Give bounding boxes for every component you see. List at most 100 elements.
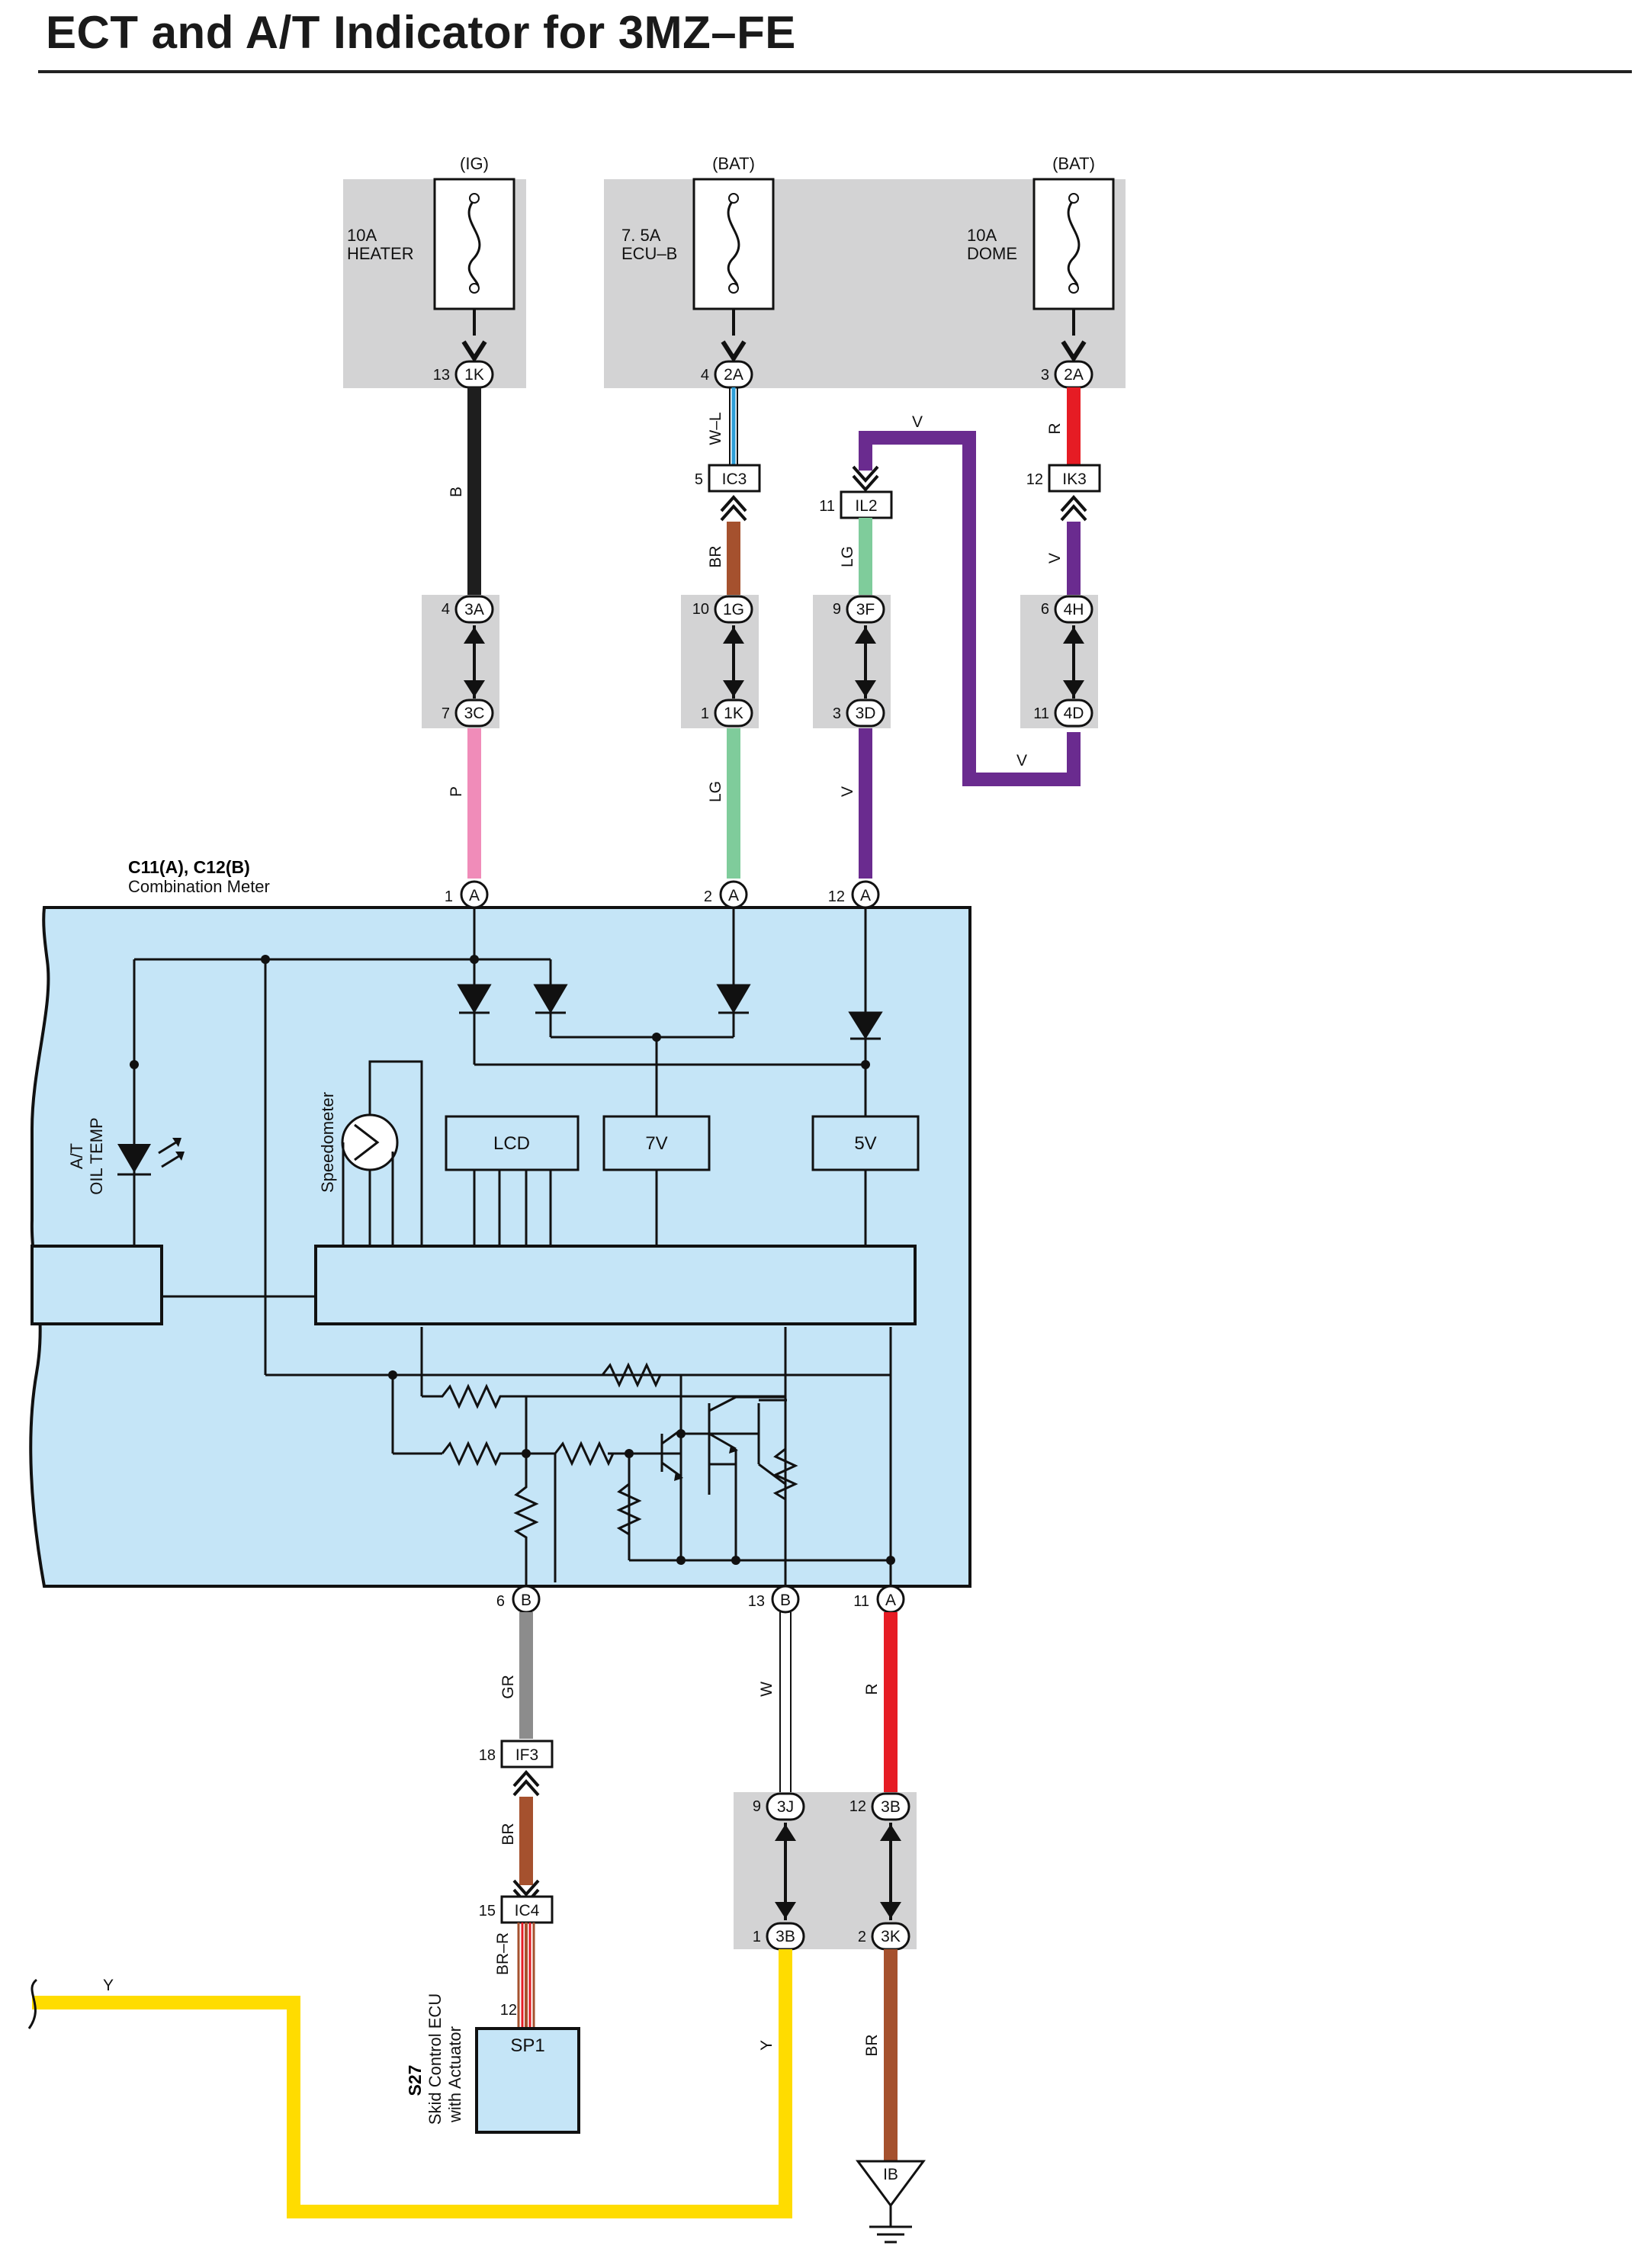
svg-text:BR: BR <box>499 1823 517 1845</box>
svg-text:1K: 1K <box>464 366 484 384</box>
speedometer-gauge: Speedometer <box>318 1060 423 1246</box>
fuse-icon <box>1067 199 1081 291</box>
svg-text:BR–R: BR–R <box>494 1932 512 1975</box>
svg-text:3D: 3D <box>856 705 876 722</box>
fuse-icon <box>727 199 740 291</box>
resistors <box>420 1327 798 1586</box>
fuse-icon <box>467 199 481 291</box>
svg-text:BR: BR <box>707 545 724 567</box>
svg-text:13: 13 <box>748 1593 765 1610</box>
svg-text:1K: 1K <box>724 705 743 722</box>
meter-name: Combination Meter <box>128 877 270 896</box>
transistors <box>633 1396 785 1560</box>
svg-text:13: 13 <box>433 367 450 384</box>
svg-text:1: 1 <box>701 705 709 722</box>
svg-text:3A: 3A <box>464 601 484 618</box>
wire-w <box>779 1612 792 1797</box>
wire-y <box>32 1949 792 2218</box>
svg-text:(BAT): (BAT) <box>712 154 755 173</box>
svg-text:B: B <box>448 487 465 497</box>
svg-text:IB: IB <box>883 2166 898 2183</box>
connector-if3: 18 IF3 <box>479 1740 554 1797</box>
svg-text:2A: 2A <box>724 366 743 384</box>
svg-text:IC3: IC3 <box>722 471 747 488</box>
svg-text:3B: 3B <box>776 1928 795 1945</box>
svg-text:W: W <box>758 1682 776 1697</box>
svg-text:7V: 7V <box>645 1133 667 1154</box>
junction-dots <box>130 955 895 1565</box>
skid-control-ecu: SP1 S27 Skid Control ECU with Actuator <box>405 1993 580 2134</box>
svg-text:1G: 1G <box>723 601 744 618</box>
svg-text:A/T: A/T <box>67 1143 86 1169</box>
junction-1g-1k: 10 1G 1 1K <box>681 595 759 728</box>
svg-text:6: 6 <box>496 1593 505 1610</box>
svg-text:4: 4 <box>442 601 450 618</box>
svg-text:7: 7 <box>442 705 450 722</box>
svg-text:V: V <box>1046 553 1064 564</box>
svg-text:12: 12 <box>1026 471 1043 488</box>
svg-text:V: V <box>912 413 923 431</box>
svg-text:3: 3 <box>833 705 841 722</box>
svg-text:A: A <box>469 887 480 904</box>
junction-4h-4d: 6 4H 11 4D <box>1020 595 1098 728</box>
at-oil-temp-indicator: A/T OIL TEMP <box>67 1065 185 1195</box>
svg-text:3C: 3C <box>464 705 485 722</box>
svg-text:LCD: LCD <box>493 1133 530 1154</box>
svg-text:OIL TEMP: OIL TEMP <box>87 1117 106 1194</box>
lcd-display: LCD <box>445 1115 580 1246</box>
svg-text:7. 5A: 7. 5A <box>621 226 661 245</box>
svg-text:ECU–B: ECU–B <box>621 244 677 263</box>
svg-text:4: 4 <box>701 367 709 384</box>
svg-text:6: 6 <box>1041 601 1049 618</box>
svg-text:11: 11 <box>1033 705 1049 722</box>
junction-3f-3d: 9 3F 3 3D <box>813 595 891 728</box>
svg-text:LG: LG <box>839 546 856 567</box>
svg-text:12: 12 <box>500 2002 517 2019</box>
svg-text:2: 2 <box>858 1929 866 1945</box>
svg-text:A: A <box>860 887 871 904</box>
connector-ik3: 12 IK3 <box>1026 464 1101 522</box>
svg-text:A: A <box>728 887 739 904</box>
regulator-5v: 5V <box>811 1115 920 1171</box>
svg-text:11: 11 <box>819 498 835 515</box>
svg-text:Skid Control ECU: Skid Control ECU <box>426 1993 445 2125</box>
svg-text:3: 3 <box>1041 367 1049 384</box>
svg-text:5: 5 <box>695 471 703 488</box>
svg-text:R: R <box>1046 422 1064 434</box>
connector-ic3: 5 IC3 <box>695 464 761 522</box>
svg-text:B: B <box>780 1592 791 1609</box>
svg-text:S27: S27 <box>405 2065 425 2096</box>
svg-text:IF3: IF3 <box>515 1746 538 1764</box>
fuse-box-bat: (BAT) 7. 5A ECU–B 4 2A (BAT) 10A DOME 3 … <box>604 154 1126 389</box>
svg-text:SP1: SP1 <box>510 2035 544 2056</box>
svg-text:IL2: IL2 <box>855 497 877 515</box>
meter-bottom-pins: 6 B 13 B 11 A <box>496 1499 905 1614</box>
svg-text:11: 11 <box>853 1593 869 1610</box>
svg-text:Y: Y <box>758 2040 776 2051</box>
svg-text:B: B <box>521 1592 531 1609</box>
svg-text:4D: 4D <box>1064 705 1084 722</box>
junction-3a-3c: 4 3A 7 3C <box>422 595 499 728</box>
page-title: ECT and A/T Indicator for 3MZ–FE <box>46 7 796 58</box>
svg-text:(BAT): (BAT) <box>1052 154 1095 173</box>
meter-internal-circuit <box>133 908 892 1582</box>
ground-symbol: IB <box>856 2160 926 2244</box>
svg-text:4H: 4H <box>1064 601 1084 618</box>
svg-text:with Actuator: with Actuator <box>445 2026 464 2123</box>
svg-text:12: 12 <box>849 1798 866 1815</box>
diodes <box>457 984 883 1040</box>
svg-text:BR: BR <box>863 2034 881 2056</box>
svg-text:2A: 2A <box>1064 366 1084 384</box>
wire-br-r <box>517 1923 535 2029</box>
at-driver-block <box>31 1245 163 1325</box>
source-label: (IG) <box>460 154 489 173</box>
svg-text:3J: 3J <box>777 1798 794 1816</box>
svg-text:10: 10 <box>692 601 709 618</box>
svg-text:12: 12 <box>828 888 845 905</box>
svg-text:IK3: IK3 <box>1062 471 1087 488</box>
meter-cpu-block <box>314 1245 917 1325</box>
svg-text:Y: Y <box>103 1977 114 1994</box>
svg-text:1: 1 <box>753 1929 761 1945</box>
svg-text:P: P <box>448 786 465 797</box>
svg-text:1: 1 <box>445 888 453 905</box>
